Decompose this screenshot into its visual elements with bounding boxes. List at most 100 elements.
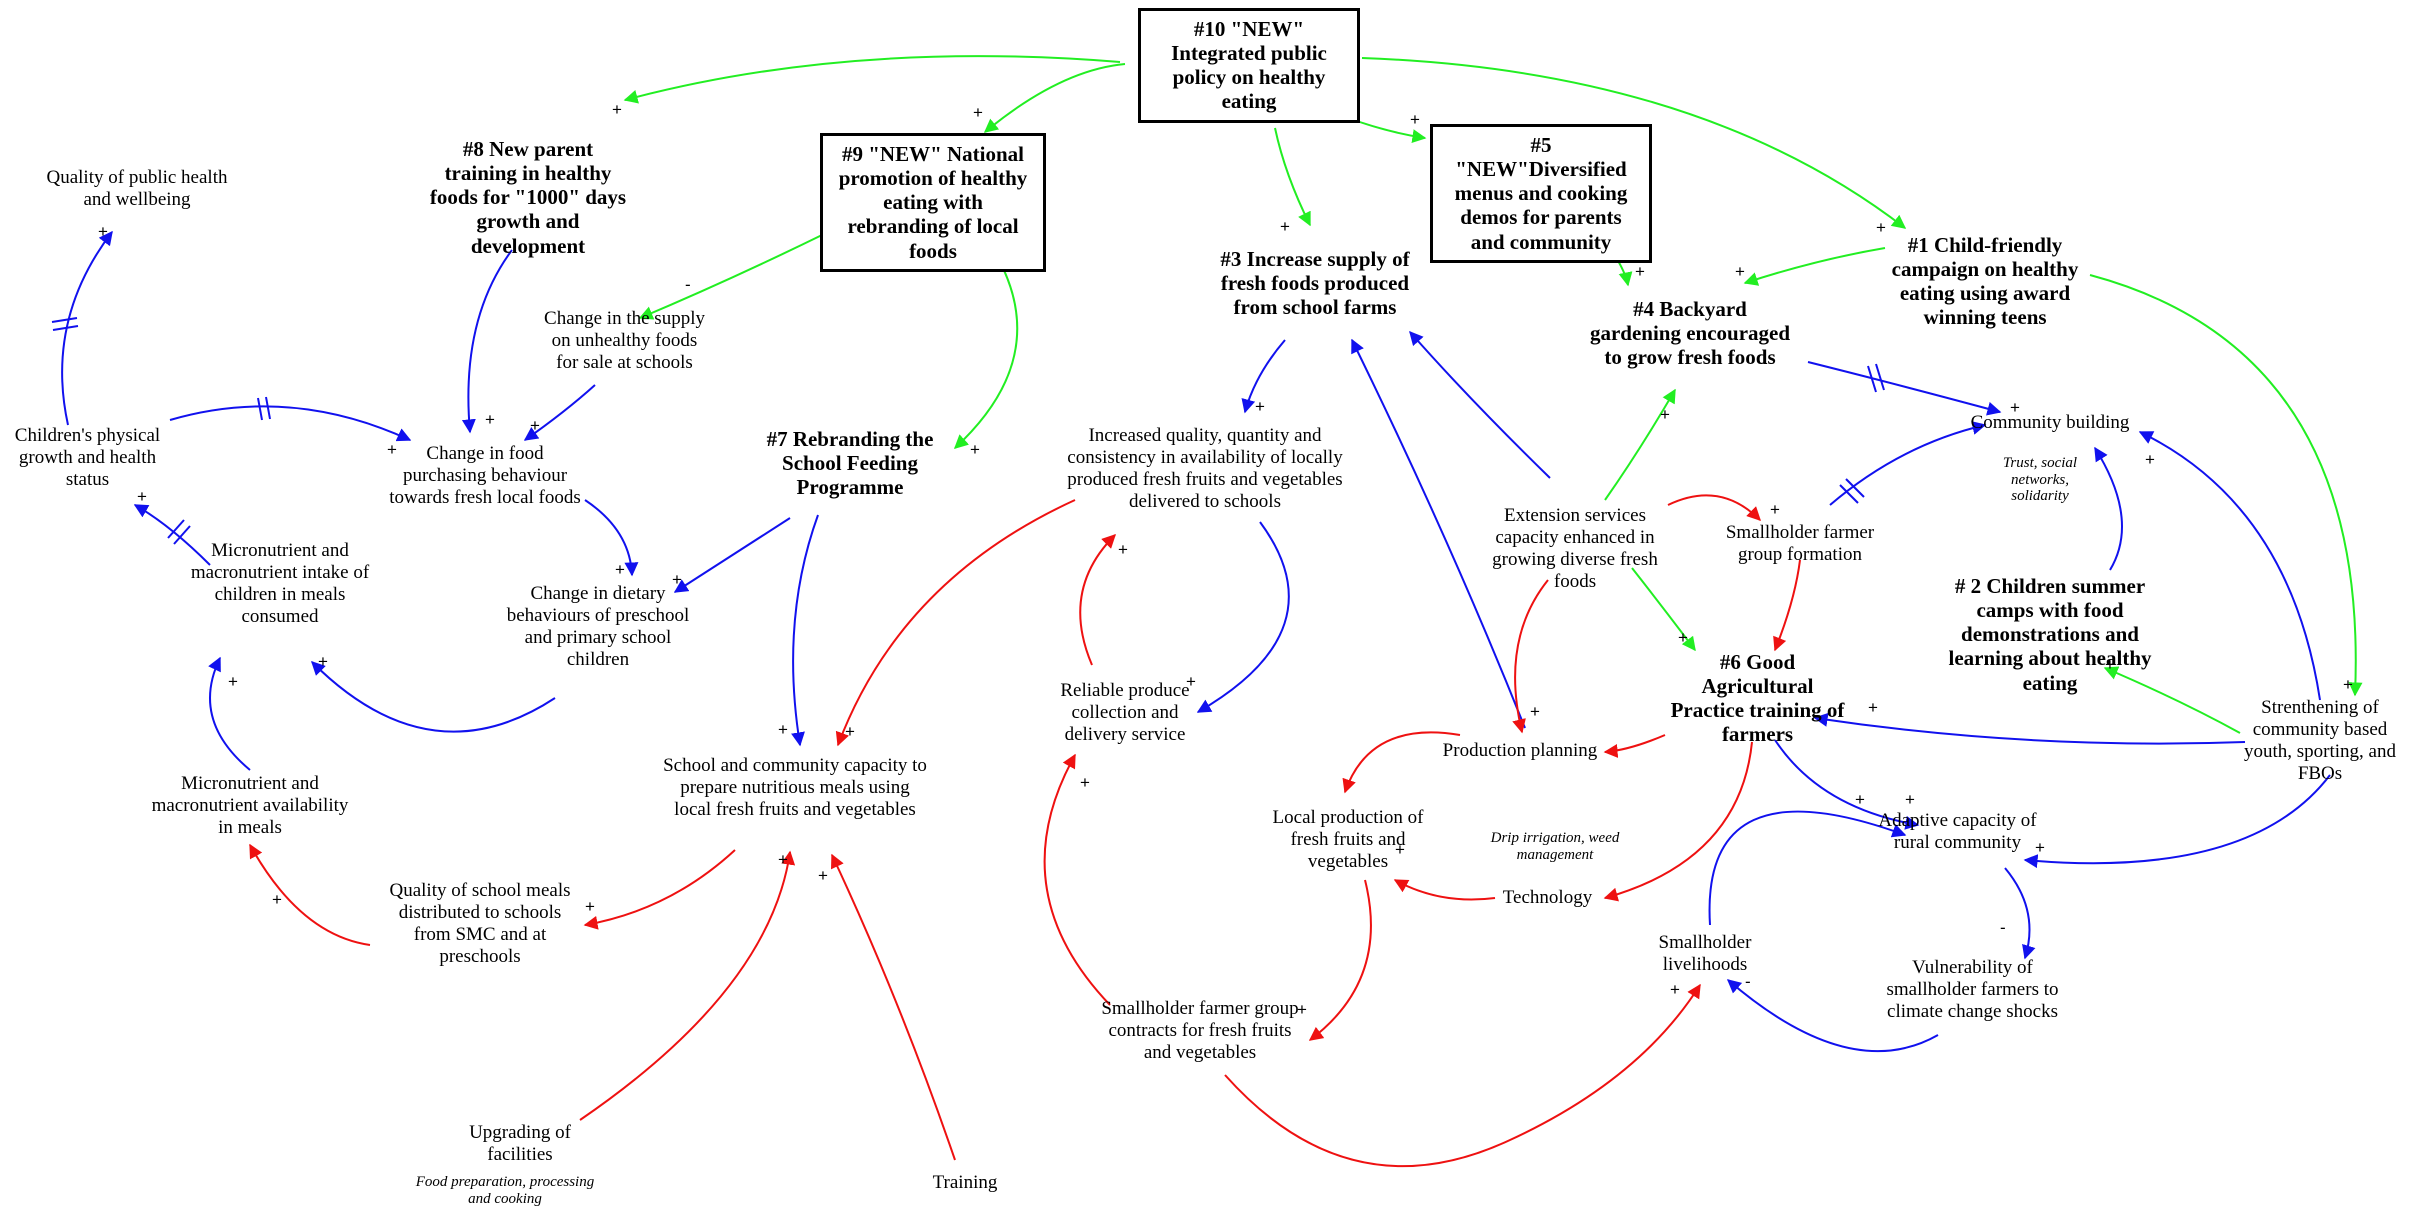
polarity-sign: + — [318, 652, 328, 671]
polarity-sign: + — [615, 560, 625, 579]
edge-extension-n4 — [1604, 388, 1676, 501]
edge-vulnerability-livelihoods — [1726, 979, 1939, 1053]
node-increase-supply: #3 Increase supply of fresh foods produc… — [1220, 247, 1410, 320]
node-group-contracts: Smallholder farmer group contracts for f… — [1101, 998, 1299, 1063]
edge-n7-school-capacity — [791, 514, 819, 747]
edge-group-contracts-reliable — [1043, 753, 1111, 1006]
edge-adaptive-vulnerability — [2004, 867, 2036, 960]
edge-livelihoods-adaptive — [1708, 810, 1907, 926]
polarity-sign: - — [685, 275, 691, 294]
polarity-sign: + — [1876, 218, 1886, 237]
polarity-sign: + — [1635, 262, 1645, 281]
node-vulnerability: Vulnerability of smallholder farmers to … — [1886, 957, 2059, 1022]
edge-n3-increased-quality — [1241, 339, 1286, 414]
node-increased-quality: Increased quality, quantity and consiste… — [1067, 425, 1343, 512]
polarity-sign: + — [970, 440, 980, 459]
node-reliable-delivery: Reliable produce collection and delivery… — [1060, 680, 1190, 745]
edge-increased-quality-reliable — [1196, 521, 1290, 713]
polarity-sign: + — [672, 570, 682, 589]
node-quality-public-health: Quality of public health and wellbeing — [46, 167, 228, 210]
note-food-preparation: Food preparation, processing and cooking — [415, 1174, 595, 1207]
node-upgrading-facilities: Upgrading of facilities — [469, 1122, 571, 1165]
node-childrens-growth: Children's physical growth and health st… — [14, 425, 161, 490]
node-training: Training — [932, 1172, 998, 1193]
node-children-summer-camps: # 2 Children summer camps with food demo… — [1948, 574, 2152, 695]
edge-school-capacity-quality-meals — [583, 849, 736, 930]
edge-strengthening-n6 — [1813, 712, 2246, 745]
polarity-sign: + — [272, 890, 282, 909]
node-production-planning: Production planning — [1442, 740, 1598, 761]
node-change-unhealthy-supply: Change in the supply on unhealthy foods … — [544, 308, 705, 373]
polarity-sign: + — [485, 410, 495, 429]
edge-increased-quality-school-capacity — [835, 499, 1076, 747]
polarity-sign: + — [585, 897, 595, 916]
edge-extension-n6 — [1631, 567, 1696, 652]
polarity-sign: + — [1735, 262, 1745, 281]
polarity-sign: + — [1255, 397, 1265, 416]
polarity-sign: - — [1745, 972, 1751, 991]
polarity-sign: + — [778, 850, 788, 869]
edge-smallholder-group-community — [1829, 421, 1987, 506]
edge-upgrading-school-capacity — [579, 850, 796, 1121]
polarity-sign: + — [973, 103, 983, 122]
edge-strengthening-community — [2138, 431, 2321, 701]
polarity-sign: + — [1186, 672, 1196, 691]
edge-micro-availability-intake — [208, 656, 251, 771]
polarity-sign: + — [1770, 500, 1780, 519]
edge-n10-n8 — [623, 55, 1121, 104]
node-community-building: Community building — [1970, 412, 2130, 433]
edge-purchasing-dietary — [584, 499, 639, 577]
node-change-purchasing: Change in food purchasing behaviour towa… — [389, 443, 581, 508]
edge-production-planning-n3 — [1351, 338, 1526, 729]
edge-n9-n7 — [953, 261, 1019, 449]
polarity-sign: + — [1855, 790, 1865, 809]
polarity-sign: + — [1660, 405, 1670, 424]
edge-extension-production-planning — [1512, 579, 1549, 734]
edge-children-quality-health — [61, 230, 113, 426]
edge-n2-community — [2094, 446, 2123, 571]
edge-n10-n1 — [1361, 57, 1907, 229]
node-school-community-capacity: School and community capacity to prepare… — [663, 755, 927, 820]
polarity-sign: + — [387, 440, 397, 459]
edge-extension-n3 — [1409, 330, 1551, 479]
edge-n1-n4 — [1743, 247, 1886, 286]
node-good-agricultural-practice: #6 Good Agricultural Practice training o… — [1670, 650, 1845, 747]
node-micronutrient-intake: Micronutrient and macronutrient intake o… — [190, 540, 370, 627]
node-smallholder-group-formation: Smallholder farmer group formation — [1725, 522, 1875, 565]
node-quality-school-meals: Quality of school meals distributed to s… — [389, 880, 571, 967]
edge-technology-local — [1393, 879, 1496, 901]
polarity-sign: + — [98, 222, 108, 241]
edge-extension-smallholder-group — [1667, 494, 1761, 521]
node-integrated-public-policy: #10 "NEW" Integrated public policy on he… — [1138, 8, 1360, 123]
edge-n6-adaptive — [1774, 739, 1920, 830]
edge-local-group-contracts — [1308, 879, 1372, 1041]
polarity-sign: + — [778, 720, 788, 739]
delay-marks — [51, 317, 1885, 545]
edge-strengthening-adaptive — [2023, 774, 2331, 869]
polarity-sign: + — [2035, 838, 2045, 857]
polarity-sign: + — [818, 866, 828, 885]
edge-training-school-capacity — [831, 853, 956, 1161]
polarity-sign: + — [1395, 840, 1405, 859]
edge-n6-production-planning — [1603, 734, 1666, 758]
node-extension-services: Extension services capacity enhanced in … — [1492, 505, 1658, 592]
note-trust-networks: Trust, social networks, solidarity — [2002, 455, 2078, 504]
node-adaptive-capacity: Adaptive capacity of rural community — [1878, 810, 2037, 853]
node-diversified-menus: #5 "NEW"Diversified menus and cooking de… — [1430, 124, 1652, 263]
edge-n10-n3 — [1274, 127, 1311, 227]
polarity-sign: + — [1297, 1000, 1307, 1019]
polarity-sign: + — [1118, 540, 1128, 559]
edge-n8-purchasing — [461, 249, 513, 434]
edge-smallholder-group-n6 — [1773, 559, 1801, 652]
note-drip-irrigation: Drip irrigation, weed management — [1490, 830, 1620, 863]
polarity-sign: + — [1410, 110, 1420, 129]
node-smallholder-livelihoods: Smallholder livelihoods — [1658, 932, 1752, 975]
node-national-promotion: #9 "NEW" National promotion of healthy e… — [820, 133, 1046, 272]
node-rebranding-school-feeding: #7 Rebranding the School Feeding Program… — [766, 427, 934, 500]
edge-n7-dietary — [673, 517, 791, 593]
edge-change-supply-purchasing — [523, 384, 596, 441]
edge-quality-meals-micro-availability — [249, 843, 371, 946]
node-strengthening-community: Strenthening of community based youth, s… — [2244, 697, 2396, 784]
polarity-sign: + — [1678, 628, 1688, 647]
